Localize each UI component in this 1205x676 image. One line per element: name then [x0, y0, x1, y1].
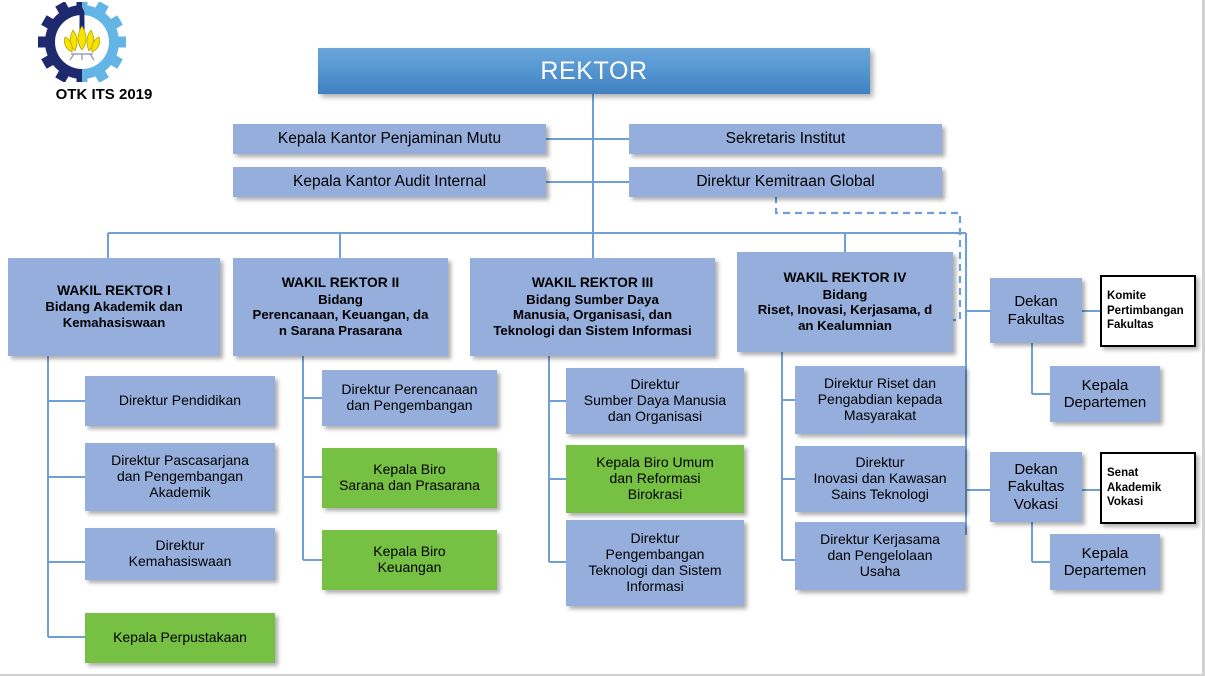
wr1-child-0-label: Direktur Pendidikan — [118, 392, 242, 409]
staff-right-0[interactable]: Sekretaris Institut — [629, 124, 942, 154]
staff-left-1[interactable]: Kepala Kantor Audit Internal — [233, 167, 546, 197]
document-caption: OTK ITS 2019 — [55, 86, 153, 103]
staff-left-0-label: Kepala Kantor Penjaminan Mutu — [277, 130, 502, 148]
staff-right-0-label: Sekretaris Institut — [725, 130, 846, 148]
staff-left-0[interactable]: Kepala Kantor Penjaminan Mutu — [233, 124, 546, 154]
rektor-box-label: REKTOR — [540, 56, 648, 85]
staff-right-1[interactable]: Direktur Kemitraan Global — [629, 167, 942, 197]
wr1-child-3[interactable]: Kepala Perpustakaan — [85, 613, 275, 663]
its-gear-lotus-logo-icon — [38, 0, 126, 86]
staff-right-1-label: Direktur Kemitraan Global — [696, 173, 875, 191]
its-logo: OTK ITS 2019 — [22, 0, 152, 112]
staff-left-1-label: Kepala Kantor Audit Internal — [292, 173, 487, 191]
wr1-child-0[interactable]: Direktur Pendidikan — [85, 376, 275, 426]
rektor-box[interactable]: REKTOR — [318, 48, 870, 94]
wr1-child-3-label: Kepala Perpustakaan — [113, 629, 247, 646]
